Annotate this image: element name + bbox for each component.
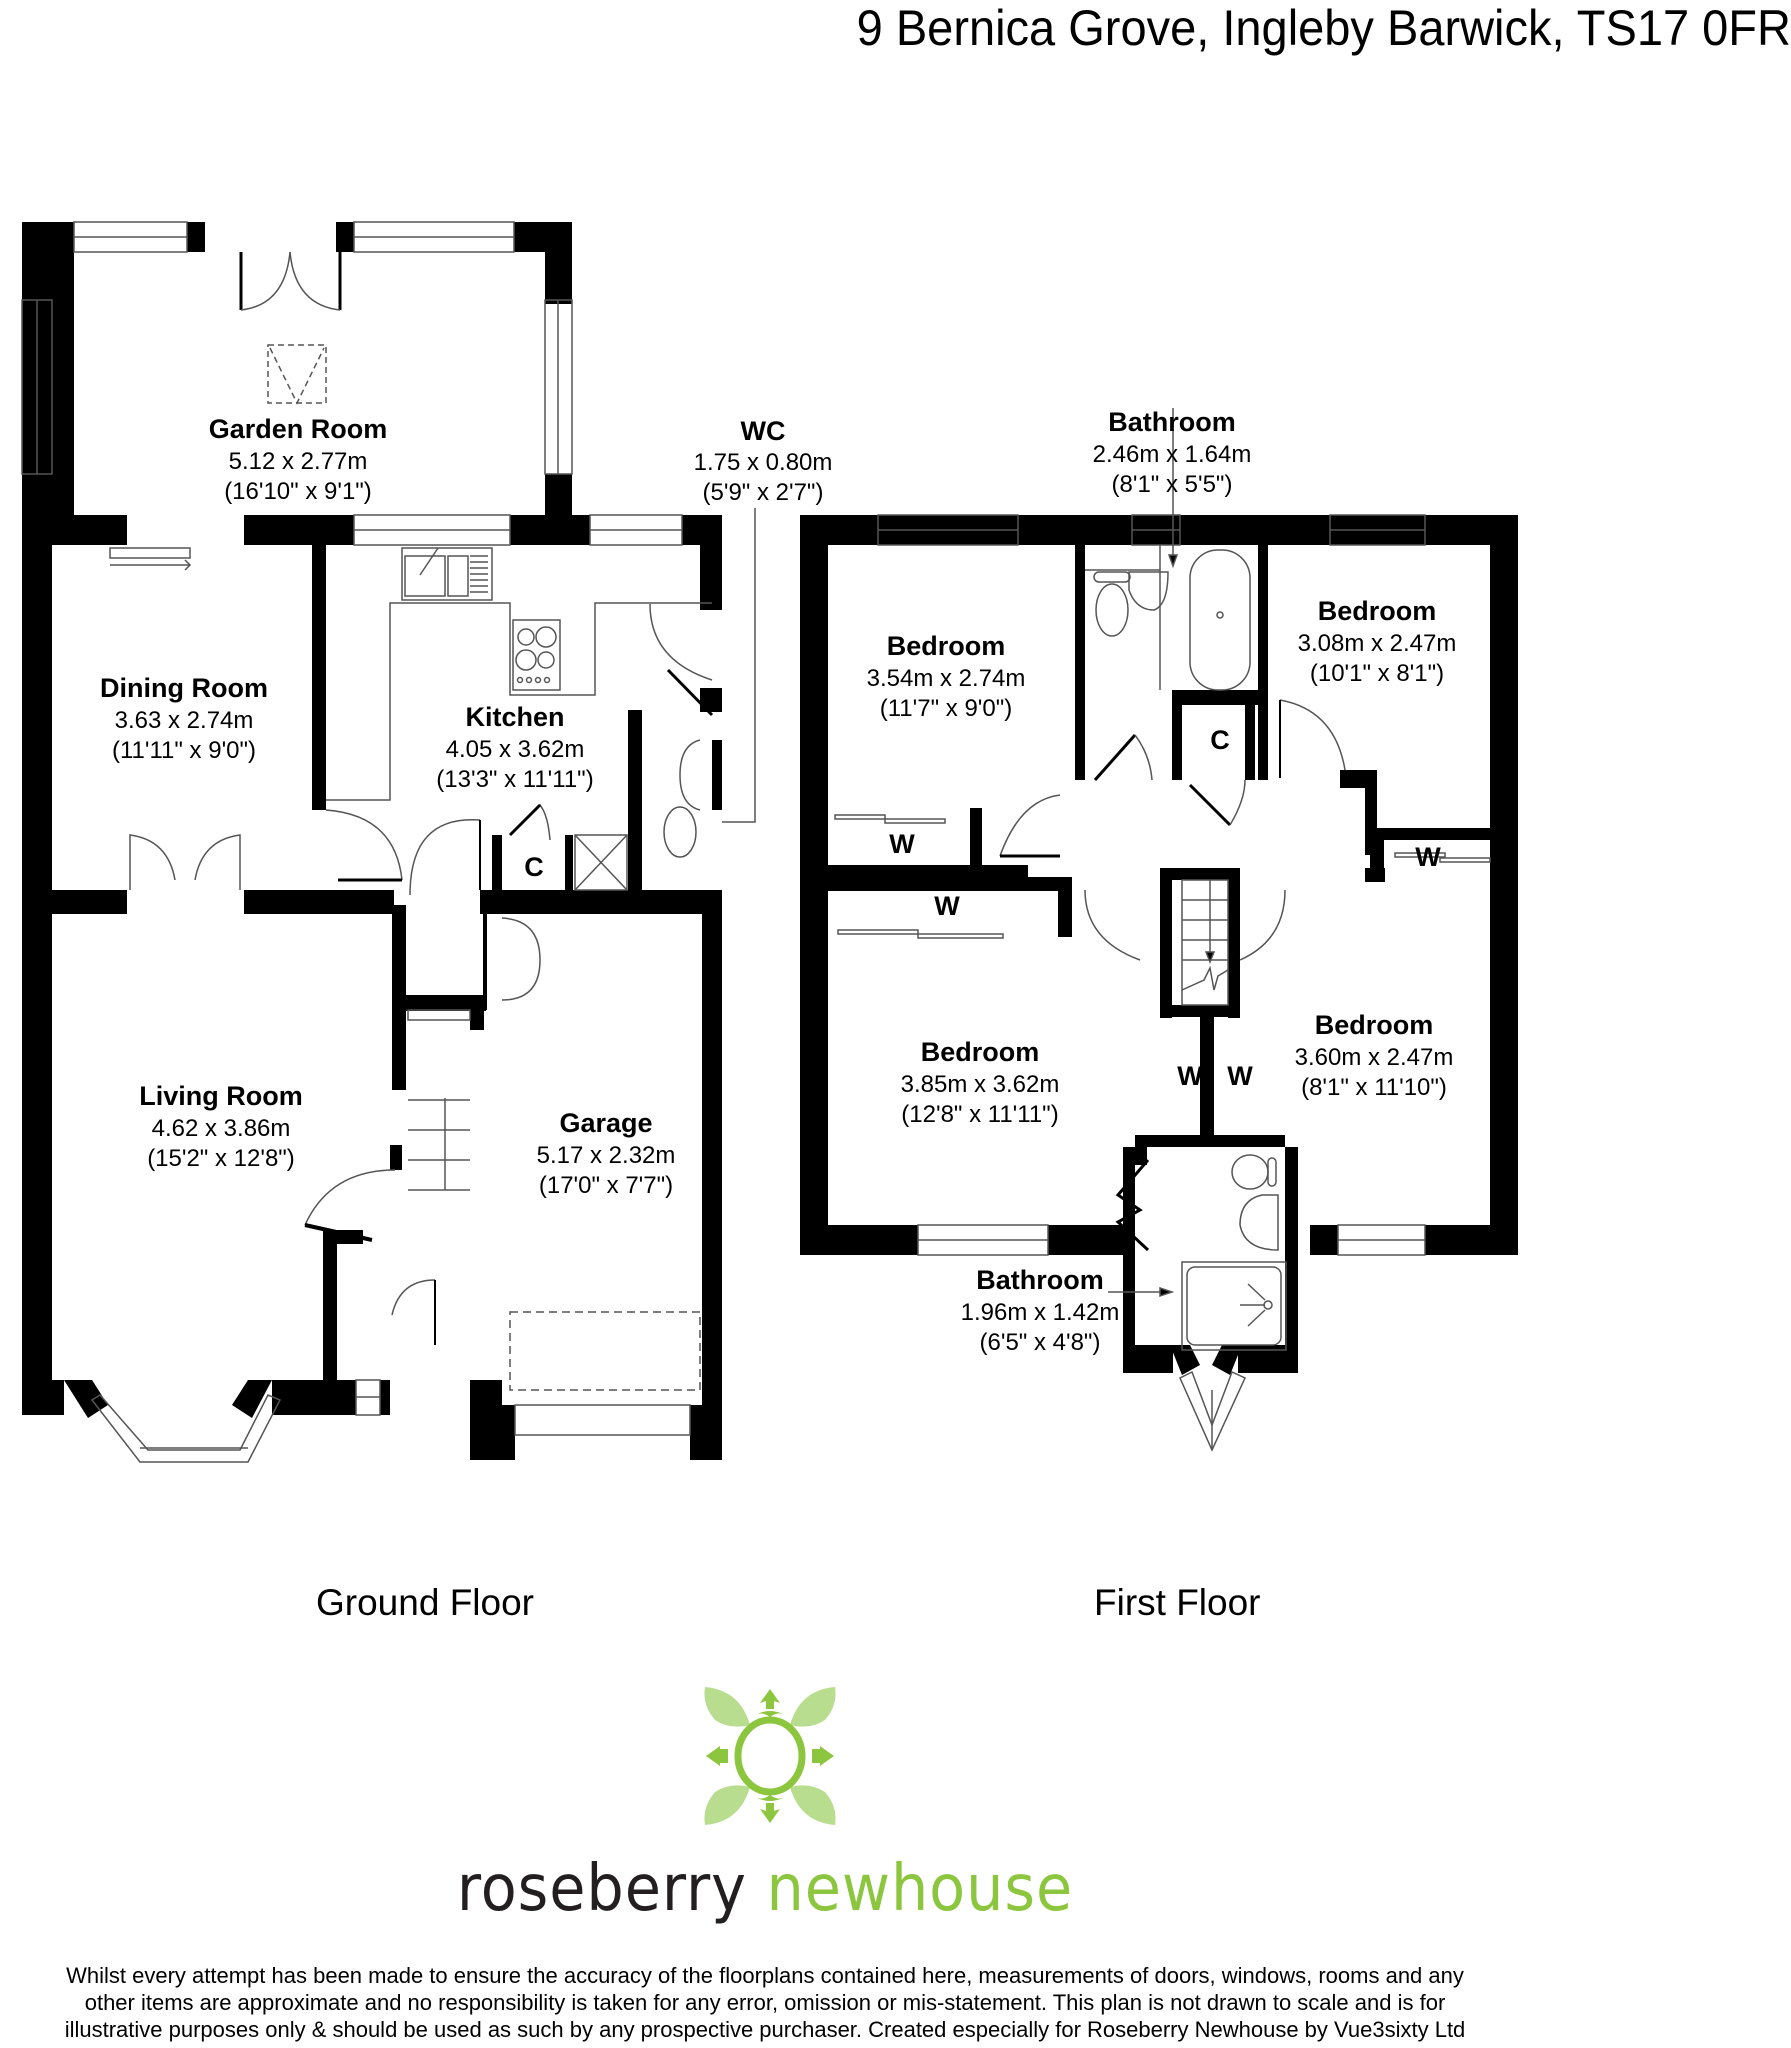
ground-floor-fixtures — [21, 221, 756, 1463]
brand-name-part1: roseberry — [456, 1852, 747, 1926]
room-size-metric: 3.60m x 2.47m — [1295, 1044, 1454, 1071]
room-size-imperial: (10'1" x 8'1") — [1310, 660, 1444, 687]
room-name: Bedroom — [1318, 596, 1437, 626]
room-size-metric: 3.54m x 2.74m — [867, 665, 1026, 692]
floor-label-first: First Floor — [1094, 1582, 1261, 1623]
room-name: Bathroom — [976, 1265, 1104, 1295]
ground-floor-walls — [22, 222, 722, 1460]
room-size-metric: 3.63 x 2.74m — [115, 707, 254, 734]
room-size-imperial: (11'11" x 9'0") — [112, 737, 256, 764]
wardrobe-label: W — [1415, 842, 1441, 872]
cupboard-label: C — [1210, 725, 1230, 755]
room-size-imperial: (12'8" x 11'11") — [901, 1101, 1058, 1128]
room-size-imperial: (8'1" x 11'10") — [1301, 1074, 1447, 1101]
room-size-metric: 4.05 x 3.62m — [446, 736, 585, 763]
brand-name-part2: newhouse — [766, 1852, 1074, 1926]
room-size-imperial: (5'9" x 2'7") — [703, 479, 824, 506]
room-size-metric: 3.08m x 2.47m — [1298, 630, 1457, 657]
room-size-imperial: (13'3" x 11'11") — [436, 766, 593, 793]
room-name: Living Room — [139, 1081, 303, 1111]
disclaimer-line: Whilst every attempt has been made to en… — [66, 1963, 1464, 1988]
room-name: Garage — [559, 1108, 652, 1138]
first-floor-labels: Bathroom 2.46m x 1.64m (8'1" x 5'5") Bed… — [867, 407, 1457, 1356]
property-address: 9 Bernica Grove, Ingleby Barwick, TS17 0… — [856, 0, 1791, 56]
room-size-metric: 4.62 x 3.86m — [152, 1115, 291, 1142]
floor-label-ground: Ground Floor — [316, 1582, 534, 1623]
cupboard-label: C — [524, 852, 544, 882]
room-size-metric: 1.75 x 0.80m — [694, 449, 833, 476]
room-size-imperial: (17'0" x 7'7") — [539, 1172, 673, 1199]
room-size-metric: 5.12 x 2.77m — [229, 448, 368, 475]
room-name: Kitchen — [465, 702, 564, 732]
disclaimer-line: other items are approximate and no respo… — [84, 1990, 1446, 2015]
room-name: Bedroom — [1315, 1010, 1434, 1040]
wardrobe-label: W — [889, 829, 915, 859]
room-size-metric: 3.85m x 3.62m — [901, 1071, 1060, 1098]
first-floor-fixtures — [834, 408, 1491, 1452]
disclaimer: Whilst every attempt has been made to en… — [0, 1962, 1530, 2043]
room-name: Bedroom — [921, 1037, 1040, 1067]
room-size-imperial: (11'7" x 9'0") — [880, 695, 1012, 722]
wardrobe-label: W — [1227, 1061, 1253, 1091]
room-size-metric: 5.17 x 2.32m — [537, 1142, 676, 1169]
brand-logo-icon — [704, 1687, 836, 1825]
room-name: Dining Room — [100, 673, 268, 703]
wardrobe-label: W — [1177, 1061, 1203, 1091]
room-name: Garden Room — [209, 414, 388, 444]
room-name: Bathroom — [1108, 407, 1236, 437]
room-size-imperial: (16'10" x 9'1") — [224, 478, 372, 505]
room-size-imperial: (6'5" x 4'8") — [980, 1329, 1101, 1356]
ground-floor-labels: Garden Room 5.12 x 2.77m (16'10" x 9'1")… — [100, 414, 832, 1199]
wardrobe-label: W — [934, 891, 960, 921]
room-size-imperial: (8'1" x 5'5") — [1112, 471, 1233, 498]
room-size-metric: 2.46m x 1.64m — [1093, 441, 1252, 468]
disclaimer-line: illustrative purposes only & should be u… — [64, 2017, 1466, 2042]
room-name: WC — [741, 416, 786, 446]
room-size-metric: 1.96m x 1.42m — [961, 1299, 1120, 1326]
room-size-imperial: (15'2" x 12'8") — [147, 1145, 295, 1172]
brand-wordmark: roseberry newhouse — [61, 1852, 1469, 1926]
room-name: Bedroom — [887, 631, 1006, 661]
